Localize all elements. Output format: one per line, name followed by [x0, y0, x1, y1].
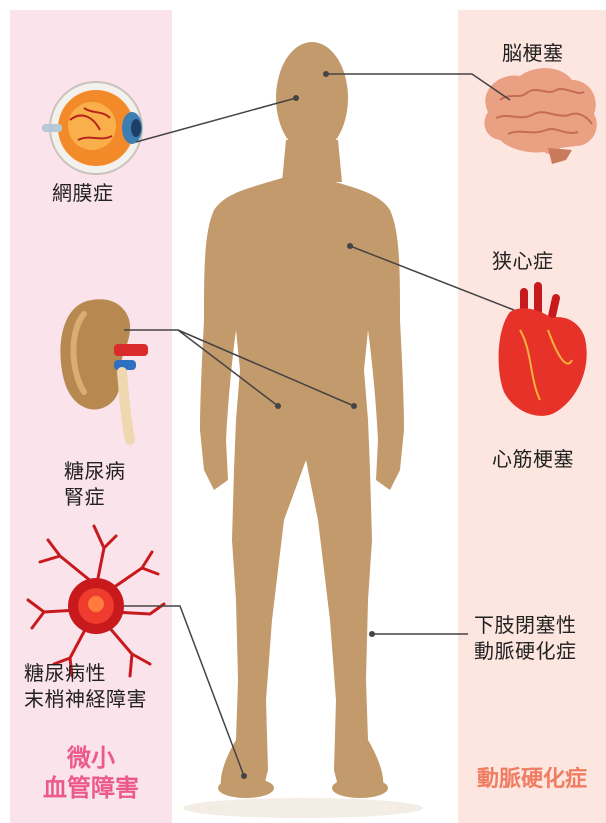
category-microvascular: 微小 血管障害	[10, 743, 172, 803]
label-angina: 狭心症	[492, 248, 554, 274]
heart-icon	[499, 286, 587, 416]
label-myocardial-infarction: 心筋梗塞	[492, 446, 574, 472]
leader-line-retinopathy	[136, 98, 296, 142]
label-diabetic-nephropathy: 糖尿病 腎症	[64, 458, 126, 510]
floor-shadow	[183, 798, 423, 818]
leader-line-cerebral-infarction	[326, 74, 510, 100]
label-cerebral-infarction: 脳梗塞	[502, 40, 564, 66]
label-retinopathy: 網膜症	[52, 180, 114, 206]
human-body-silhouette	[200, 42, 404, 798]
kidney-icon	[60, 299, 148, 440]
label-peripheral-arterial-disease: 下肢閉塞性 動脈硬化症	[474, 612, 577, 664]
label-diabetic-peripheral-neuropathy: 糖尿病性 末梢神経障害	[24, 660, 147, 712]
category-atherosclerosis: 動脈硬化症	[458, 765, 606, 795]
nerve-cell-body	[68, 578, 124, 634]
brain-icon	[484, 68, 596, 164]
eye-icon	[42, 82, 142, 174]
